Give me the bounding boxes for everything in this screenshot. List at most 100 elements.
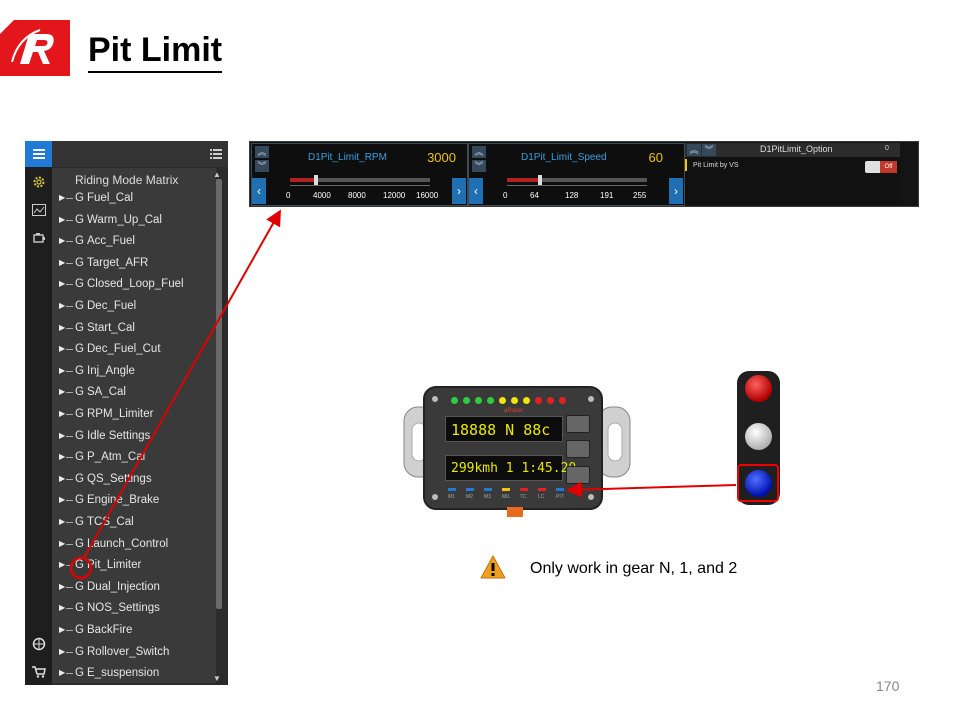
mode-indicator bbox=[484, 488, 492, 491]
chevron-double-down-icon[interactable]: ︾ bbox=[255, 160, 269, 172]
expand-arrow-icon[interactable]: ▶ bbox=[59, 560, 66, 570]
expand-arrow-icon[interactable]: ▶ bbox=[59, 193, 66, 202]
shift-led bbox=[487, 397, 494, 404]
expand-arrow-icon[interactable]: ▶ bbox=[59, 257, 66, 267]
chevron-right-icon[interactable]: › bbox=[669, 178, 683, 204]
red-button[interactable] bbox=[745, 375, 772, 402]
handlebar-button-pod bbox=[737, 371, 780, 505]
engine-icon[interactable] bbox=[25, 225, 52, 251]
expand-arrow-icon[interactable]: ▶ bbox=[59, 430, 66, 440]
chevron-double-up-icon[interactable]: ︽ bbox=[255, 146, 269, 158]
expand-arrow-icon[interactable]: ▶ bbox=[59, 387, 66, 397]
chevron-left-icon[interactable]: ‹ bbox=[469, 178, 483, 204]
tree-item-label: Dual_Injection bbox=[87, 580, 160, 593]
expand-arrow-icon[interactable]: ▶ bbox=[59, 581, 66, 591]
expand-arrow-icon[interactable]: ▶ bbox=[59, 668, 66, 678]
expand-arrow-icon[interactable]: ▶ bbox=[59, 409, 66, 418]
tree-item-type: G bbox=[75, 429, 84, 442]
dash-down-button[interactable] bbox=[566, 466, 590, 484]
tree-item-label: Pit_Limiter bbox=[87, 559, 142, 572]
expand-arrow-icon[interactable]: ▶ bbox=[59, 279, 66, 289]
chevron-double-up-icon[interactable]: ︽ bbox=[687, 144, 701, 156]
tree-item-label: Engine_Brake bbox=[87, 494, 160, 507]
expand-arrow-icon[interactable]: ▶ bbox=[59, 495, 66, 505]
scroll-up-icon[interactable]: ▲ bbox=[213, 170, 221, 179]
expand-arrow-icon[interactable]: ▶ bbox=[59, 322, 66, 332]
speed-value[interactable]: 60 bbox=[648, 150, 663, 165]
rpm-tick-line bbox=[290, 185, 430, 190]
chevron-right-icon[interactable]: › bbox=[452, 178, 466, 204]
tree-item-type: G bbox=[75, 667, 84, 680]
dash-mode-button[interactable] bbox=[566, 440, 590, 458]
chart-icon[interactable] bbox=[25, 197, 52, 223]
speed-slider-knob[interactable] bbox=[537, 175, 542, 185]
expand-arrow-icon[interactable]: ▶ bbox=[59, 517, 66, 526]
expand-arrow-icon[interactable]: ▶ bbox=[59, 625, 66, 634]
rpm-slider-track[interactable] bbox=[290, 178, 430, 182]
tree-root-label[interactable]: Riding Mode Matrix bbox=[75, 173, 179, 187]
menu-icon[interactable] bbox=[25, 141, 52, 167]
expand-arrow-icon[interactable]: ▶ bbox=[59, 236, 66, 246]
tree-item-type: G bbox=[75, 213, 84, 226]
expand-arrow-icon[interactable]: ▶ bbox=[59, 603, 66, 613]
tree-item-label: Dec_Fuel_Cut bbox=[87, 343, 161, 356]
cart-icon[interactable] bbox=[25, 659, 52, 685]
chevron-left-icon[interactable]: ‹ bbox=[252, 178, 266, 204]
expand-arrow-icon[interactable]: ▶ bbox=[59, 301, 66, 310]
tree-item-type: G bbox=[75, 451, 84, 464]
tree-item-label: BackFire bbox=[87, 624, 133, 636]
chevron-double-down-icon[interactable]: ︾ bbox=[702, 144, 716, 156]
pit-limit-vs-toggle[interactable]: Off bbox=[865, 161, 897, 173]
scroll-down-icon[interactable]: ▼ bbox=[213, 674, 221, 683]
expand-arrow-icon[interactable]: ▶ bbox=[59, 214, 66, 224]
chevron-double-down-icon[interactable]: ︾ bbox=[472, 160, 486, 172]
rpm-slider-knob[interactable] bbox=[314, 175, 319, 185]
expand-arrow-icon[interactable]: ▶ bbox=[59, 365, 66, 375]
warning-icon bbox=[480, 555, 506, 579]
white-button[interactable] bbox=[745, 423, 772, 450]
rpm-value[interactable]: 3000 bbox=[427, 150, 456, 165]
target-icon[interactable] bbox=[25, 631, 52, 657]
list-icon[interactable] bbox=[210, 149, 222, 159]
expand-arrow-icon[interactable]: ▶ bbox=[59, 344, 66, 354]
expand-arrow-icon[interactable]: ▶ bbox=[59, 452, 66, 462]
tree-item-label: Idle Settings bbox=[87, 429, 151, 442]
mode-indicator bbox=[502, 488, 510, 491]
dash-up-button[interactable] bbox=[566, 415, 590, 433]
chevron-double-up-icon[interactable]: ︽ bbox=[472, 146, 486, 158]
expand-arrow-icon[interactable]: ▶ bbox=[59, 538, 66, 548]
scrollbar-thumb[interactable] bbox=[216, 179, 222, 609]
expand-arrow-icon[interactable]: ▶ bbox=[59, 646, 66, 656]
speed-slider-track[interactable] bbox=[507, 178, 647, 182]
pit-limit-blue-button[interactable] bbox=[745, 470, 772, 497]
tree-item-label: QS_Settings bbox=[87, 472, 152, 485]
toggle-state: Off bbox=[880, 161, 897, 173]
gear-icon[interactable] bbox=[25, 169, 52, 195]
expand-arrow-icon[interactable]: ▶ bbox=[59, 473, 66, 483]
